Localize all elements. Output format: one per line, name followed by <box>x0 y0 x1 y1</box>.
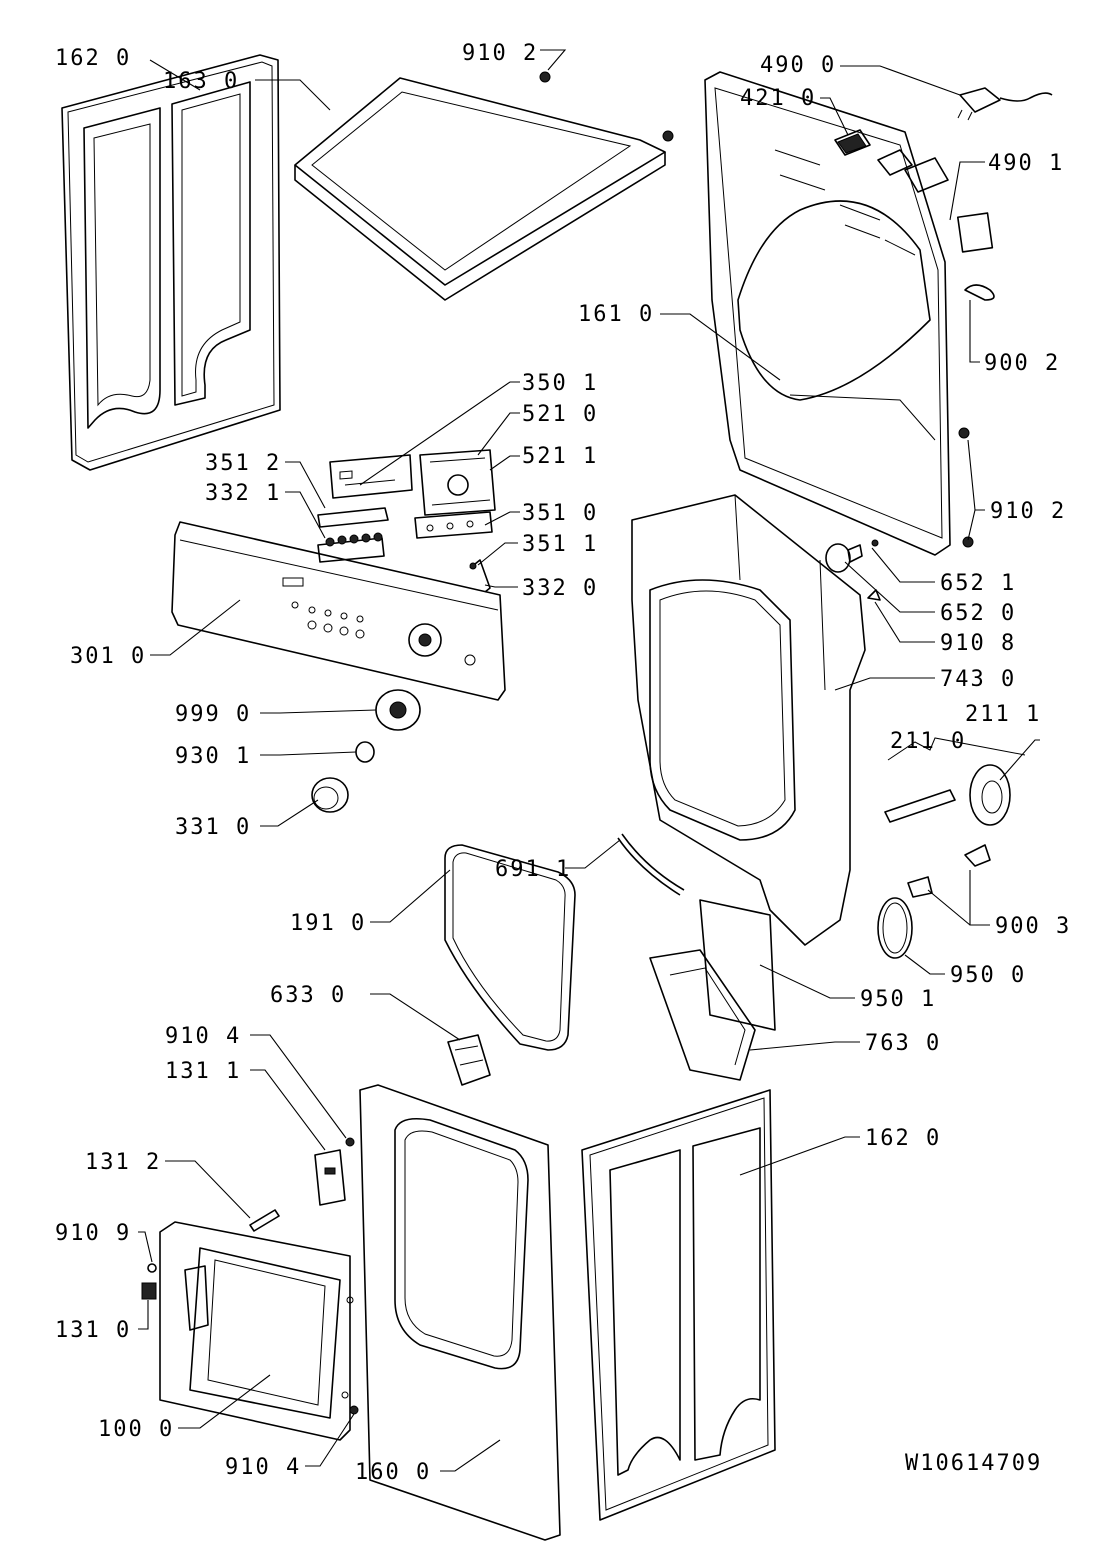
belt-691-1 <box>617 833 685 896</box>
label-950-0: 950 0 <box>950 963 1026 988</box>
lint-tray-763-0 <box>649 949 756 1081</box>
door-lock-633-0 <box>447 1034 491 1086</box>
label-162-0-top: 162 0 <box>55 46 131 71</box>
clip-900-3 <box>907 844 991 898</box>
front-frame <box>631 494 866 946</box>
label-161-0: 161 0 <box>578 302 654 327</box>
knob-adapter-930-1 <box>355 741 375 763</box>
top-cover <box>294 77 666 301</box>
label-633-0: 633 0 <box>270 983 346 1008</box>
label-211-1: 211 1 <box>965 702 1041 727</box>
screw-910-2-top <box>539 71 674 142</box>
filter-950-1 <box>699 899 776 1031</box>
label-331-0: 331 0 <box>175 815 251 840</box>
label-910-2-top: 910 2 <box>462 41 538 66</box>
label-763-0: 763 0 <box>865 1031 941 1056</box>
push-buttons-332-1 <box>317 532 385 563</box>
label-490-0: 490 0 <box>760 53 836 78</box>
front-panel <box>359 1084 561 1541</box>
label-652-0: 652 0 <box>940 601 1016 626</box>
label-910-9: 910 9 <box>55 1221 131 1246</box>
label-191-0: 191 0 <box>290 911 366 936</box>
label-131-0: 131 0 <box>55 1318 131 1343</box>
door <box>159 1221 354 1441</box>
switch-board-351-0 <box>414 511 493 539</box>
label-100-0: 100 0 <box>98 1417 174 1442</box>
label-162-0-bottom: 162 0 <box>865 1126 941 1151</box>
label-350-1: 350 1 <box>522 371 598 396</box>
label-332-0: 332 0 <box>522 576 598 601</box>
label-950-1: 950 1 <box>860 987 936 1012</box>
console-panel <box>171 521 506 701</box>
label-351-1: 351 1 <box>522 532 598 557</box>
label-910-4-top: 910 4 <box>165 1024 241 1049</box>
cable-tie-900-2 <box>964 284 995 301</box>
label-900-2: 900 2 <box>984 351 1060 376</box>
suppressor-filter <box>834 129 871 156</box>
label-691-1: 691 1 <box>495 857 571 882</box>
label-301-0: 301 0 <box>70 644 146 669</box>
label-332-1: 332 1 <box>205 481 281 506</box>
power-cord <box>957 87 1053 121</box>
led-board-351-2 <box>317 507 389 528</box>
label-910-4-bottom: 910 4 <box>225 1455 301 1480</box>
knob-331-0 <box>311 777 349 813</box>
thermostat-652 <box>825 539 881 601</box>
label-521-1: 521 1 <box>522 444 598 469</box>
label-521-0: 521 0 <box>522 402 598 427</box>
label-652-1: 652 1 <box>940 571 1016 596</box>
screw-910-4-b <box>349 1405 359 1415</box>
label-930-1: 930 1 <box>175 744 251 769</box>
rear-panel <box>704 71 951 556</box>
side-panel-left <box>61 54 281 471</box>
hinge-131-1 <box>314 1149 346 1206</box>
door-gasket-191-0 <box>444 844 576 1051</box>
bracket-521-0 <box>419 449 496 516</box>
part-labels: 162 0 163 0 910 2 490 0 421 0 490 1 161 … <box>55 41 1071 1485</box>
spring-332-0 <box>469 559 491 593</box>
label-910-8: 910 8 <box>940 631 1016 656</box>
label-999-0: 999 0 <box>175 702 251 727</box>
seal-950-0 <box>877 897 913 959</box>
label-160-0: 160 0 <box>355 1460 431 1485</box>
label-900-3: 900 3 <box>995 914 1071 939</box>
roller-211 <box>884 737 1026 826</box>
label-131-2: 131 2 <box>85 1150 161 1175</box>
label-351-0: 351 0 <box>522 501 598 526</box>
label-910-2-right: 910 2 <box>990 499 1066 524</box>
knob-ring-999-0 <box>375 689 421 731</box>
label-131-1: 131 1 <box>165 1059 241 1084</box>
label-421-0: 421 0 <box>740 86 816 111</box>
label-211-0: 211 0 <box>890 729 966 754</box>
side-panel-right <box>581 1089 776 1521</box>
hinge-pin-131-2 <box>249 1209 280 1232</box>
leader-lines <box>138 49 1040 1472</box>
label-743-0: 743 0 <box>940 667 1016 692</box>
label-490-1: 490 1 <box>988 151 1064 176</box>
label-163-0: 163 0 <box>163 69 239 94</box>
screw-910-4-a <box>345 1137 355 1147</box>
label-351-2: 351 2 <box>205 451 281 476</box>
cable-clamp <box>877 149 994 253</box>
drawing-number: W10614709 <box>905 1451 1042 1476</box>
screw-910-2-right <box>958 427 974 548</box>
door-catch-131-0 <box>141 1263 157 1300</box>
pcb-cover-350-1 <box>329 454 413 499</box>
